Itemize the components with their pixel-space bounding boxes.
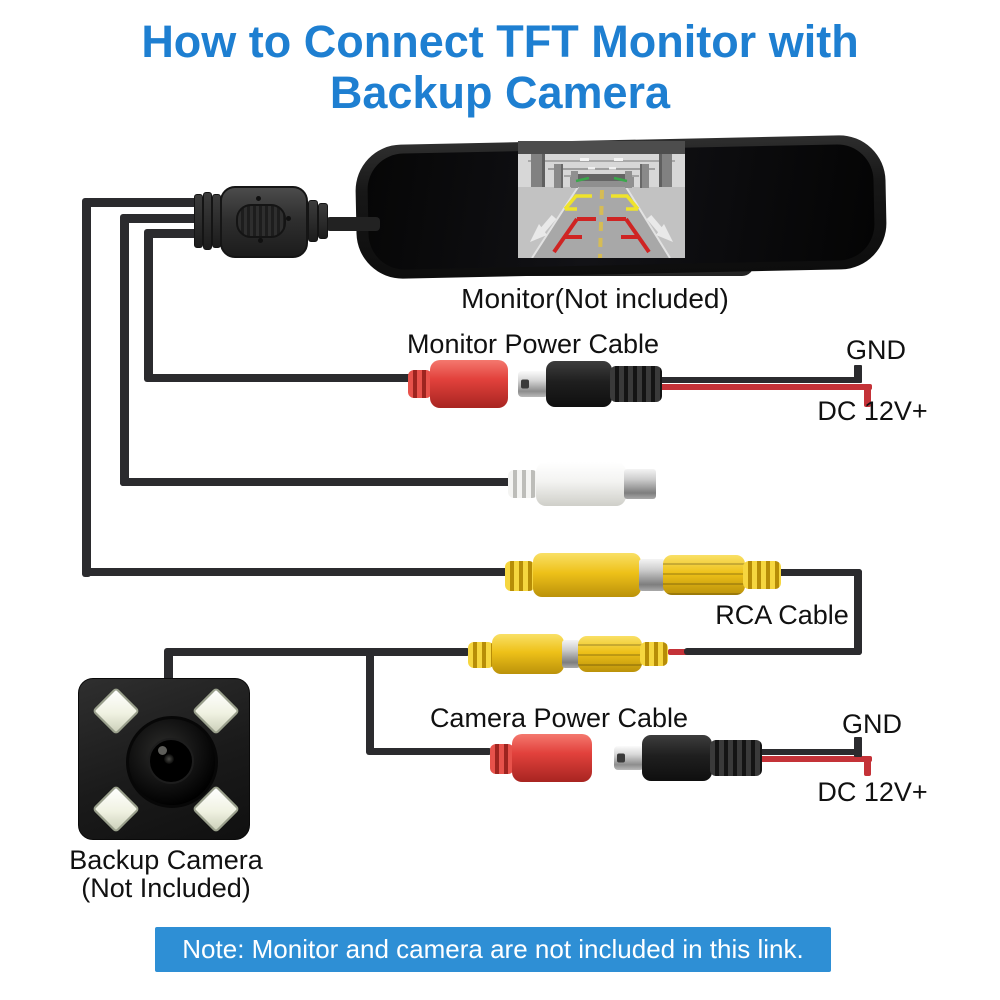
camera-power-12v-label: DC 12V+ [817,777,928,807]
camera-power-red-wire [756,756,872,762]
splitter-hole [256,196,261,201]
rca-cable-label: RCA Cable [715,600,849,630]
yellow-rca-pair-camera [468,634,670,674]
monitor-lead-1-to-rca [82,568,508,576]
dc-plug-body [546,361,612,407]
rca-female-strain-relief [505,561,535,591]
camera-cable-horizontal [165,648,470,656]
monitor-caption: Monitor(Not included) [461,283,729,314]
dc-female-barrel [430,360,508,408]
title-line-2: Backup Camera [329,67,671,118]
monitor-lead-3-top [148,229,198,238]
rca-female-body [533,553,641,597]
monitor-lead-1-vertical [82,198,91,577]
note-bar: Note: Monitor and camera are not include… [155,927,831,972]
splitter-collar [308,200,318,242]
page-title: How to Connect TFT Monitor with Backup C… [0,16,1000,118]
rca-female-strain-relief [468,642,494,668]
dc-plug-tip [518,371,548,397]
splitter-stem [326,217,380,231]
rca-male-body [663,555,745,595]
monitor-power-12v-stub [864,384,871,407]
monitor-splitter-connector [192,184,382,258]
rca-female-body [492,634,564,674]
monitor-screen [518,141,685,258]
splitter-hole [258,238,263,243]
rca-strain-relief [508,470,538,498]
splitter-hole [286,216,291,221]
monitor-lead-3-to-power [144,374,412,382]
splitter-grip [236,204,286,238]
monitor-lead-2-top [124,214,198,223]
camera-led-icon [91,686,141,736]
rca-black-wire [775,569,862,576]
camera-lens-inner [148,738,194,784]
monitor-power-black-wire [654,377,860,383]
monitor-power-12v-label: DC 12V+ [817,396,928,426]
rca-cable-vertical [854,569,862,655]
parking-guide-lines [552,176,651,254]
white-rca-connector [508,462,656,506]
splitter-collar [318,203,328,239]
dc-female-strain-relief [490,744,514,774]
rca-male-strain-relief [743,561,781,589]
dc-plug-tip [614,746,644,770]
camera-power-gnd-label: GND [842,709,902,739]
dc-female-strain-relief [408,370,432,398]
lane-center-line [598,189,604,258]
camera-power-black-wire [756,749,862,755]
monitor-power-gnd-label: GND [846,335,906,365]
camera-power-12v-stub [864,756,871,776]
camera-power-dc-male-black [614,735,762,781]
rca-cable-bottom [684,648,862,655]
yellow-rca-pair-monitor [505,553,781,597]
lens-highlight [158,746,167,755]
monitor-lead-2-vertical [120,214,129,486]
camera-cable-drop [164,648,173,682]
note-text: Note: Monitor and camera are not include… [182,934,804,964]
dc-plug-strain-relief [710,740,762,776]
camera-caption-line-2: (Not Included) [81,873,251,903]
camera-lens [126,716,218,808]
camera-power-branch [366,652,374,754]
monitor-screen-image [518,141,685,258]
splitter-rib [203,192,212,250]
camera-power-gnd-stub [854,737,862,757]
dc-plug-pin-hole [521,379,529,389]
backup-camera [78,678,250,840]
monitor-lead-3-vertical [144,229,153,381]
rca-male-body [578,636,642,672]
monitor-power-cable-label: Monitor Power Cable [406,329,660,359]
camera-led-icon [91,784,141,834]
monitor-lead-1-top [86,198,198,207]
rca-male-strain-relief [640,642,668,666]
garage-columns [531,154,672,188]
rca-body [536,462,626,506]
lens-pupil [164,754,174,764]
rca-metal-ring [639,559,665,591]
dc-female-barrel [512,734,592,782]
camera-power-dc-female-red [490,734,592,782]
monitor-power-dc-male-black [518,361,662,407]
garage-lights [580,158,623,170]
title-line-1: How to Connect TFT Monitor with [141,16,859,67]
monitor-power-red-wire [654,384,872,390]
dc-plug-strain-relief [610,366,662,402]
dc-plug-body [642,735,712,781]
rca-metal-ring [624,469,656,499]
camera-caption-line-1: Backup Camera [69,845,263,875]
monitor-power-gnd-stub [854,365,862,383]
dc-plug-pin-hole [617,753,625,763]
camera-power-cable-label: Camera Power Cable [429,703,689,733]
camera-power-horizontal [366,748,492,755]
splitter-rib [194,194,203,248]
monitor-power-dc-female-red [408,360,508,408]
rca-metal-ring [562,640,580,668]
monitor-lead-2-to-white-rca [120,478,512,486]
lane-arrow-icons [530,215,673,242]
